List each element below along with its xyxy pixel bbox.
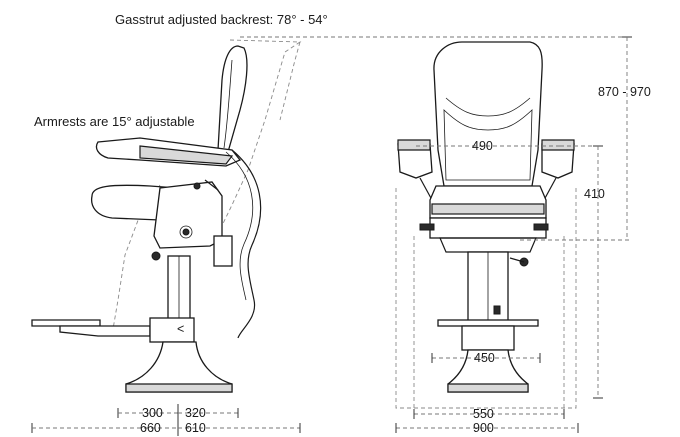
armrest-annotation: Armrests are 15° adjustable (34, 114, 195, 129)
width-490-label: 490 (472, 139, 493, 153)
side-knob-ring (179, 225, 193, 239)
front-seat-rail (431, 203, 545, 215)
front-backrest-seam (445, 97, 531, 117)
side-footrest-plate (31, 319, 101, 327)
side-300-label: 300 (142, 406, 163, 420)
front-arm-support-left (419, 177, 433, 201)
front-knob-stem (509, 257, 525, 263)
side-backrest-seam (223, 59, 233, 149)
side-adjust-mark: < (177, 322, 184, 336)
front-column-clip (493, 305, 501, 315)
front-backrest (433, 41, 543, 187)
front-mechanism-base (439, 237, 537, 253)
front-arm-support-right (543, 177, 557, 201)
side-320-label: 320 (185, 406, 206, 420)
side-base-foot (125, 383, 233, 393)
reclined-arm-outline (279, 41, 301, 121)
side-gas-strut (231, 149, 262, 339)
front-mechanism (429, 217, 547, 239)
side-610-label: 610 (185, 421, 206, 435)
front-slide-housing (461, 325, 515, 351)
front-inner-outline (413, 236, 565, 408)
side-lever (204, 179, 219, 191)
side-gas-strut-inner (225, 151, 254, 301)
front-lever-left (419, 223, 435, 231)
side-knob (182, 228, 190, 236)
side-backrest (217, 45, 248, 153)
height-dimension-label: 870 - 970 (598, 85, 651, 99)
front-armrest-left-cap (397, 139, 431, 151)
front-view (395, 41, 577, 409)
side-lever-knob (151, 251, 161, 261)
height-410-label: 410 (584, 187, 605, 201)
front-footrest-plate (437, 319, 539, 327)
front-armrest-right-cap (541, 139, 575, 151)
front-base-foot (447, 383, 529, 393)
width-450-label: 450 (474, 351, 495, 365)
front-footprint-outline (395, 188, 577, 409)
side-adjust-knob (193, 182, 201, 190)
dimension-lines: 870 - 970 490 410 450 550 900 300 320 (31, 36, 651, 436)
side-backrest-bracket (213, 235, 233, 267)
front-backrest-panel (443, 109, 533, 181)
side-armrest-pad (139, 145, 234, 165)
backrest-annotation: Gasstrut adjusted backrest: 78° - 54° (115, 12, 328, 27)
side-slide-housing (149, 317, 195, 343)
width-550-label: 550 (473, 407, 494, 421)
side-footrest-arm (59, 325, 151, 337)
front-lever-right (533, 223, 549, 231)
side-mechanism (153, 181, 223, 249)
side-660-label: 660 (140, 421, 161, 435)
width-900-label: 900 (473, 421, 494, 435)
side-view: < (31, 39, 302, 393)
